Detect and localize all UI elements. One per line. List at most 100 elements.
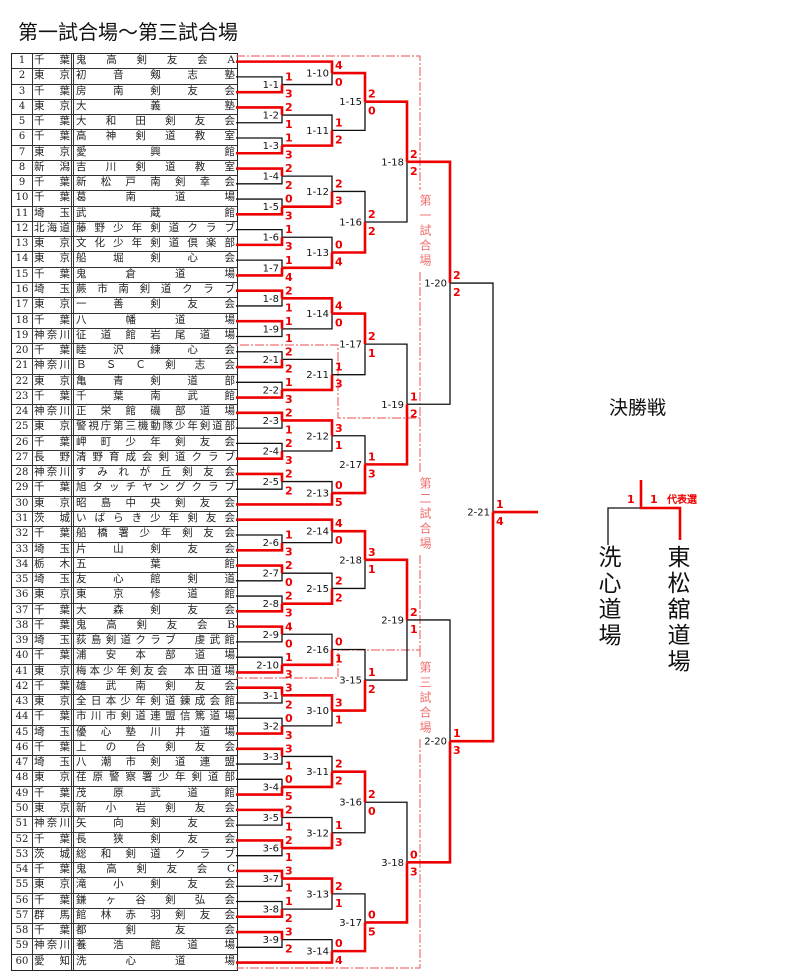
- winner-line: [282, 694, 334, 711]
- score-bottom: 0: [335, 317, 343, 330]
- score-bottom: 3: [285, 668, 293, 681]
- team-number: 14: [12, 252, 33, 267]
- team-number: 28: [12, 466, 33, 481]
- team-name: 征道館岩尾道場: [76, 328, 235, 341]
- team-name: 大和田剣友会: [76, 115, 235, 128]
- match-label: 3-8: [263, 905, 279, 916]
- bracket-line: [282, 114, 333, 131]
- team-prefecture: 千葉: [33, 267, 74, 282]
- score-top: 1: [335, 819, 343, 832]
- bracket-line: [332, 559, 366, 590]
- score-top: 2: [285, 345, 293, 358]
- score-bottom: 1: [368, 563, 376, 576]
- score-top: 4: [335, 59, 343, 72]
- team-name: 鬼倉道場: [76, 267, 235, 280]
- bracket-line: [236, 137, 283, 146]
- score-top: 0: [410, 848, 418, 861]
- bracket-line: [236, 351, 283, 360]
- team-name: 一善剣友会: [76, 298, 235, 311]
- team-prefecture: 東京: [33, 237, 74, 252]
- score-bottom: 4: [285, 271, 293, 284]
- team-prefecture: 埼玉: [33, 282, 74, 298]
- team-number: 44: [12, 710, 33, 725]
- bracket-line: [282, 893, 333, 910]
- score-top: 4: [285, 620, 293, 633]
- bracket-line: [236, 115, 283, 124]
- team-prefecture: 千葉: [33, 84, 74, 99]
- team-number: 11: [12, 206, 33, 221]
- winner-line: [236, 319, 284, 329]
- court-border: [236, 650, 421, 969]
- team-prefecture: 千葉: [33, 344, 74, 359]
- match-label: 3-16: [339, 798, 362, 809]
- score-bottom: 2: [453, 286, 461, 299]
- team-prefecture: 埼玉: [33, 725, 74, 740]
- score-bottom: 5: [368, 925, 376, 938]
- team-name: 東京修道館: [76, 588, 235, 601]
- team-number: 27: [12, 450, 33, 466]
- bracket-line: [282, 816, 333, 833]
- winner-line: [236, 625, 284, 635]
- match-label: 1-2: [263, 111, 279, 122]
- score-top: 1: [285, 895, 293, 908]
- match-label: 1-6: [263, 233, 279, 244]
- team-name: 養浩館道場: [76, 939, 235, 952]
- team-name: 清野育成会剣道クラブ: [76, 450, 235, 463]
- bracket-line: [282, 358, 333, 375]
- team-number: 30: [12, 496, 33, 511]
- final-score-left: 1: [627, 493, 635, 506]
- winner-line: [236, 167, 284, 177]
- team-prefecture: 東京: [33, 298, 74, 313]
- score-bottom: 3: [335, 836, 343, 849]
- team-prefecture: 埼玉: [33, 206, 74, 221]
- match-label: 1-5: [263, 202, 279, 213]
- team-number: 21: [12, 359, 33, 374]
- winner-line: [282, 649, 334, 667]
- match-label: 2-9: [263, 630, 279, 641]
- score-bottom: 3: [453, 744, 461, 757]
- team-prefecture: 千葉: [33, 115, 74, 130]
- score-bottom: 1: [335, 897, 343, 910]
- bracket-line: [282, 939, 333, 952]
- match-label: 2-1: [263, 355, 279, 366]
- score-bottom: 3: [410, 865, 418, 878]
- page-title: 第一試合場～第三試合場: [18, 20, 238, 44]
- team-prefecture: 茨城: [33, 511, 74, 527]
- score-bottom: 2: [410, 165, 418, 178]
- team-name: 雄武南剣友会: [76, 679, 235, 692]
- team-number: 3: [12, 84, 33, 99]
- team-name: 亀青剣道部: [76, 374, 235, 387]
- team-number: 58: [12, 924, 33, 939]
- match-label: 1-11: [306, 126, 329, 137]
- match-label: 2-13: [306, 489, 329, 500]
- match-label: 3-18: [381, 858, 404, 869]
- score-top: 2: [285, 834, 293, 847]
- team-prefecture: 千葉: [33, 389, 74, 405]
- team-prefecture: 東京: [33, 420, 74, 435]
- winner-line: [365, 404, 409, 466]
- team-prefecture: 神奈川: [33, 939, 74, 954]
- bracket-line: [282, 313, 333, 330]
- winner-line: [236, 603, 284, 613]
- match-label: 1-4: [263, 172, 279, 183]
- match-label: 2-18: [339, 555, 362, 566]
- score-top: 0: [285, 712, 293, 725]
- score-bottom: 1: [285, 882, 293, 895]
- score-top: 1: [285, 254, 293, 267]
- score-bottom: 1: [285, 118, 293, 131]
- score-top: 0: [285, 773, 293, 786]
- team-name: 船堀剣心会: [76, 252, 235, 265]
- team-prefecture: 千葉: [33, 649, 74, 664]
